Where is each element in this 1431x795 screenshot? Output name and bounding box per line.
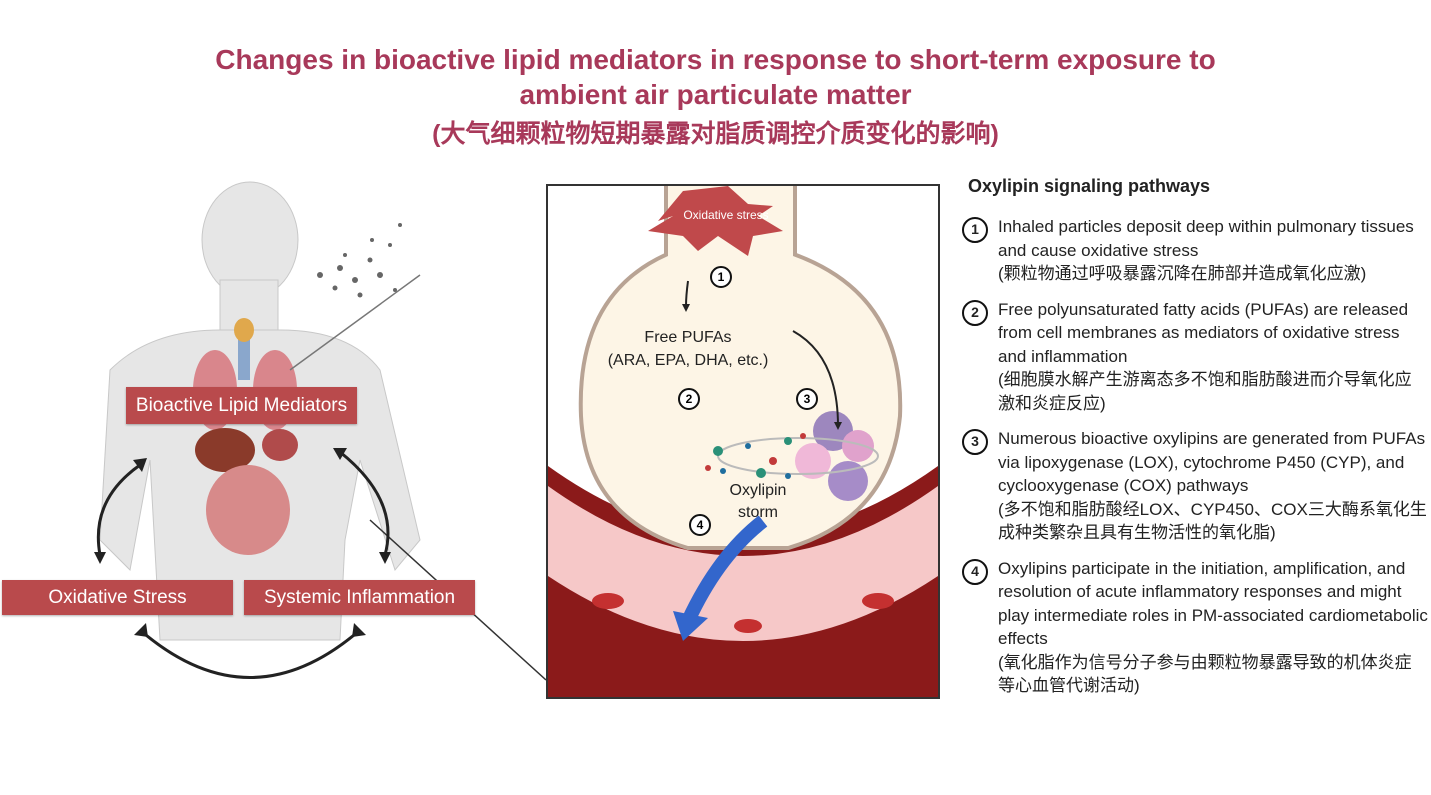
number-2-icon: 2 (962, 299, 988, 326)
item-text: Oxylipins participate in the initiation,… (998, 558, 1428, 649)
oxidative-stress-label: Oxidative stress (683, 208, 769, 222)
step-2-marker: 2 (678, 388, 700, 410)
step-1-marker: 1 (710, 266, 732, 288)
organs-icon (193, 318, 298, 555)
number-4-icon: 4 (962, 558, 988, 585)
bioactive-lipid-mediators-box: Bioactive Lipid Mediators (126, 387, 357, 424)
oxidative-stress-burst (648, 186, 783, 256)
free-pufas-label: Free PUFAs (644, 329, 732, 346)
item-text-chinese: (细胞膜水解产生游离态多不饱和脂肪酸进而介导氧化应激和炎症反应) (998, 370, 1412, 413)
number-3-icon: 3 (962, 429, 988, 455)
title-line-2: ambient air particulate matter (519, 79, 912, 110)
pathway-item: 4 Oxylipins participate in the initiation… (962, 557, 1428, 698)
oxylipin-label: Oxylipin (729, 482, 787, 499)
storm-label: storm (738, 504, 778, 521)
number-1-icon: 1 (962, 217, 988, 243)
step-4-marker: 4 (689, 514, 711, 536)
arrow-3 (792, 330, 839, 427)
cycle-arrows (96, 450, 390, 679)
pathways-panel: Oxylipin signaling pathways 1 Inhaled par… (962, 176, 1428, 710)
pufas-examples-label: (ARA, EPA, DHA, etc.) (607, 352, 769, 369)
title-line-1: Changes in bioactive lipid mediators in … (215, 44, 1216, 75)
item-text-chinese: (多不饱和脂肪酸经LOX、CYP450、COX三大酶系氧化生成种类繁杂且具有生物… (998, 499, 1427, 543)
item-text: Inhaled particles deposit deep within pu… (998, 217, 1414, 260)
pathway-item: 1 Inhaled particles deposit deep within p… (962, 215, 1428, 286)
alveolus-illustration (548, 186, 938, 697)
oxidative-stress-box: Oxidative Stress (2, 580, 233, 615)
zoom-line-top (289, 274, 421, 371)
item-text-chinese: (颗粒物通过呼吸暴露沉降在肺部并造成氧化应激) (998, 264, 1367, 283)
particles-icon (317, 223, 402, 298)
title-chinese: (大气细颗粒物短期暴露对脂质调控介质变化的影响) (432, 120, 999, 148)
pathway-item: 3 Numerous bioactive oxylipins are genera… (962, 427, 1428, 545)
systemic-inflammation-box: Systemic Inflammation (244, 580, 475, 615)
human-body-illustration (94, 181, 546, 681)
pathway-item: 2 Free polyunsaturated fatty acids (PUFAs… (962, 298, 1428, 416)
panel-heading: Oxylipin signaling pathways (968, 176, 1211, 196)
item-text: Numerous bioactive oxylipins are generat… (998, 429, 1426, 495)
item-text-chinese: (氧化脂作为信号分子参与由颗粒物暴露导致的机体炎症等心血管代谢活动) (998, 652, 1412, 696)
blue-arrow (681, 515, 768, 624)
item-text: Free polyunsaturated fatty acids (PUFAs)… (998, 299, 1409, 366)
alveolus-inset: Oxidative stress Free PUFAs (ARA, EPA, D… (546, 184, 940, 699)
step-3-marker: 3 (796, 388, 818, 410)
